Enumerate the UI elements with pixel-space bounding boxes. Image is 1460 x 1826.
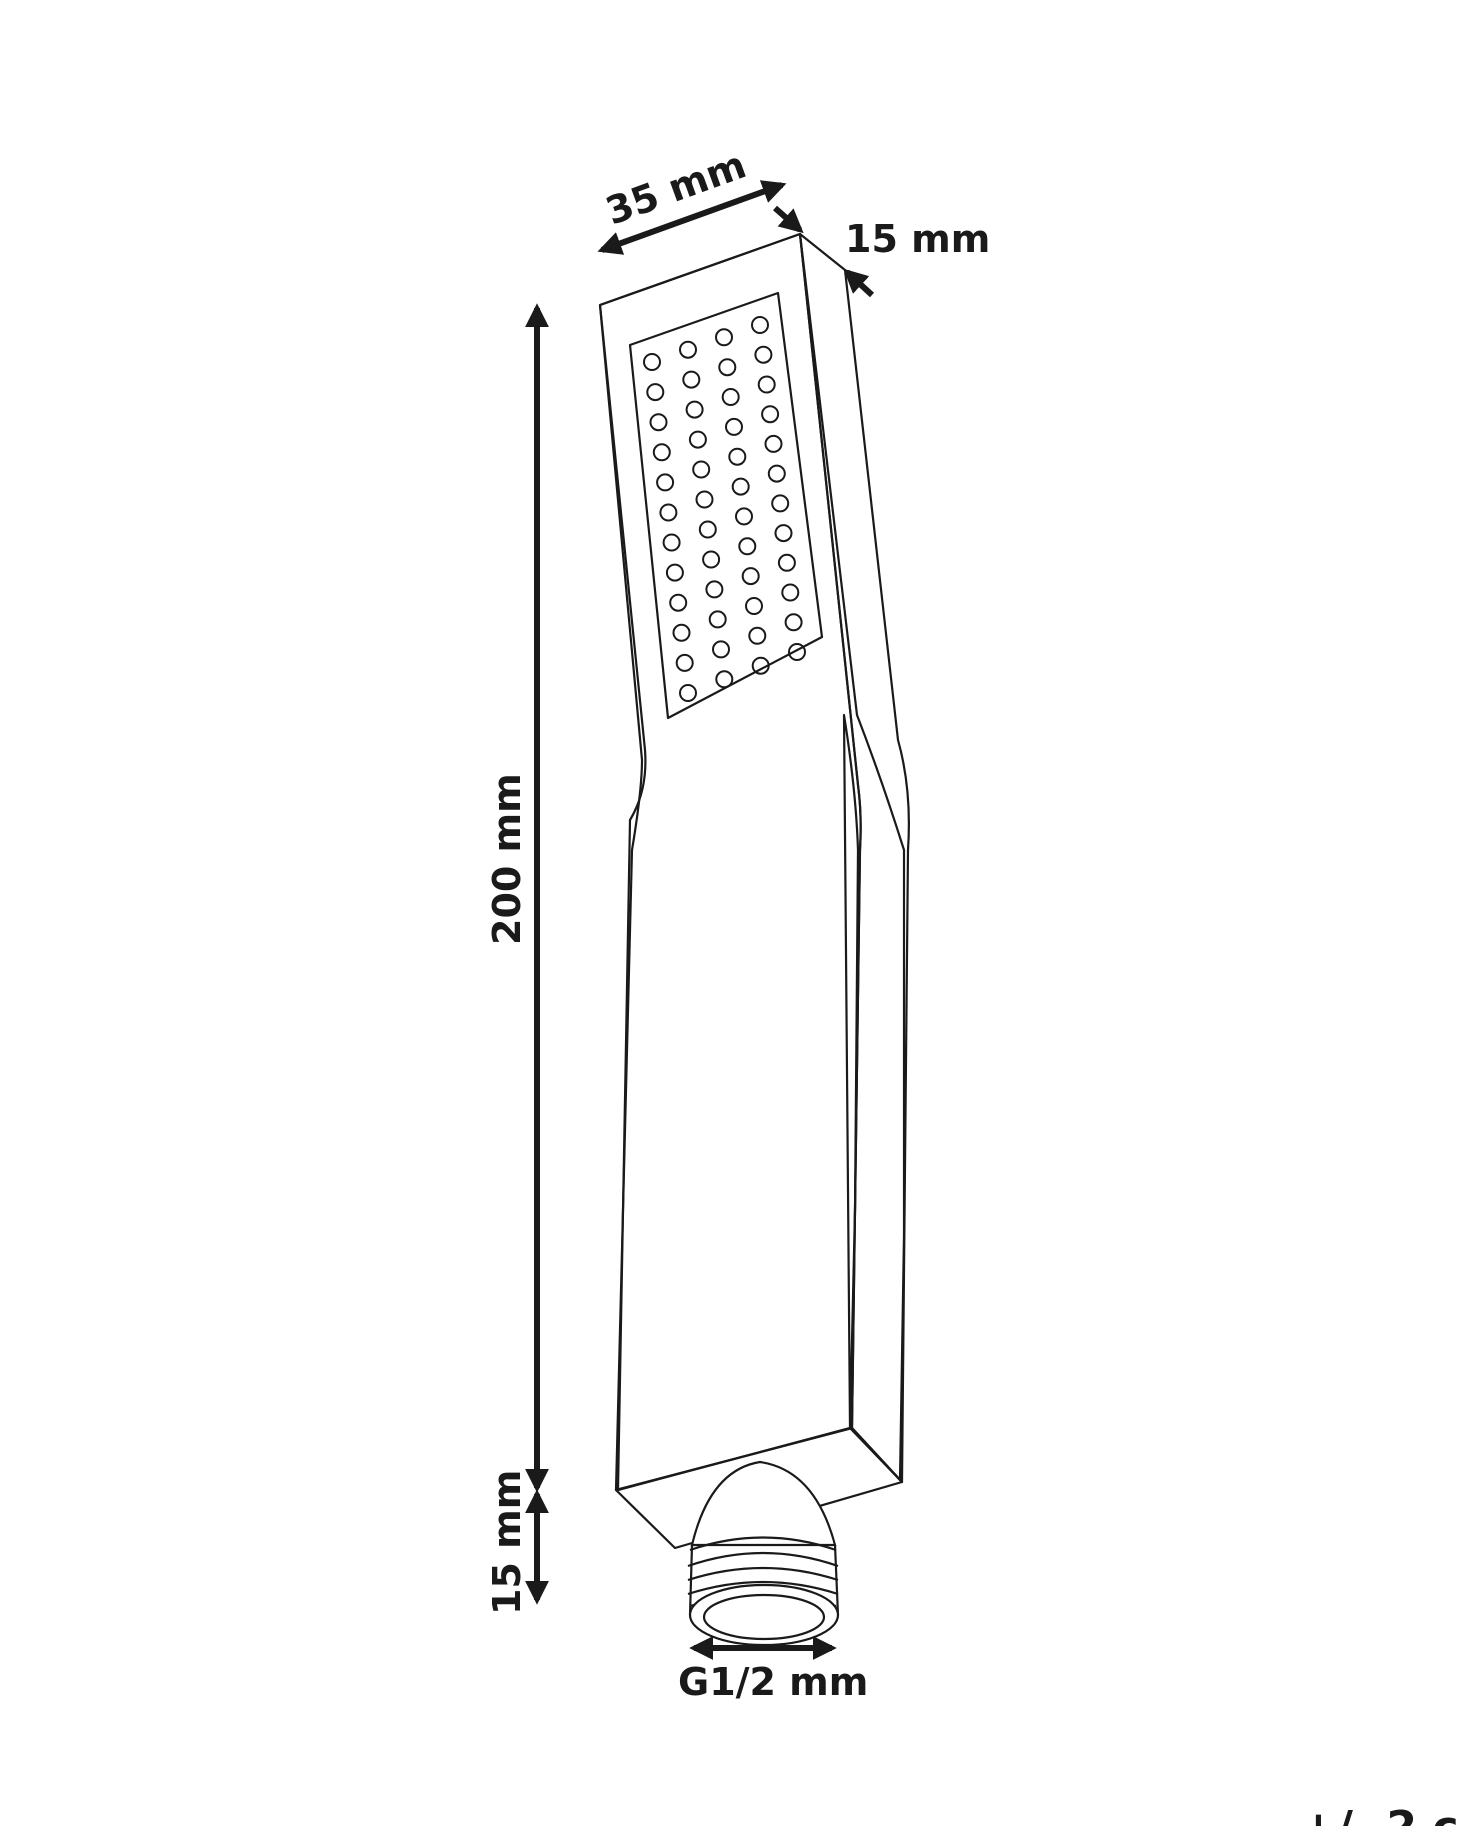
nozzle-dot [761, 405, 780, 424]
connector-cone [690, 1460, 837, 1547]
connector-left-edge [688, 1544, 694, 1616]
nozzle-dot [695, 490, 714, 509]
nozzle-dot [675, 653, 694, 672]
width-dimension: 35 mm [597, 142, 787, 255]
bottom-face [614, 1426, 904, 1550]
connector-thread-3 [687, 1566, 839, 1582]
nozzle-dot [665, 563, 684, 582]
depth-label: 15 mm [845, 217, 990, 261]
height-dimension: 200 mm [485, 303, 549, 1493]
nozzle-dot [764, 434, 783, 453]
depth-dimension: 15 mm [773, 205, 990, 298]
depth-arrow-top [773, 205, 804, 234]
nozzle-dot [652, 443, 671, 462]
width-dimension-line [597, 180, 787, 255]
connector-thread-4 [687, 1580, 839, 1596]
nozzle-dot [682, 370, 701, 389]
nozzle-dot [649, 413, 668, 432]
nozzle-dot [767, 464, 786, 483]
nozzle-dot [738, 537, 757, 556]
nozzle-dot [662, 533, 681, 552]
connector-height-label: 15 mm [485, 1470, 529, 1615]
nozzle-dot [781, 583, 800, 602]
nozzle-dot [659, 503, 678, 522]
nozzle-dot [788, 643, 806, 661]
side-face [798, 232, 910, 1484]
nozzle-dot [702, 550, 721, 569]
nozzle-dot [748, 626, 767, 645]
nozzle-dot [721, 388, 740, 406]
nozzle-dot [784, 613, 803, 632]
height-label: 200 mm [485, 773, 529, 945]
nozzle-dot [777, 553, 796, 572]
nozzle-dot [757, 375, 776, 394]
nozzle-dot [679, 684, 697, 702]
nozzle-dot [708, 610, 727, 629]
nozzle-dot [715, 670, 734, 689]
nozzle-dot [646, 383, 665, 402]
nozzle-dot [705, 580, 724, 599]
depth-arrow-bottom [843, 268, 875, 298]
nozzle-dot [698, 520, 717, 539]
tolerance-label: +/- 2 cm [1300, 1802, 1460, 1826]
nozzle-dot [754, 345, 773, 364]
threaded-connector [687, 1460, 840, 1647]
nozzle-dot [751, 316, 769, 334]
nozzle-dot [712, 640, 730, 659]
nozzle-dot [751, 656, 770, 675]
nozzle-dot [731, 477, 750, 496]
nozzle-dot [669, 593, 688, 612]
nozzle-dot [771, 494, 790, 513]
nozzle-dot [688, 430, 707, 449]
nozzle-dot [741, 567, 760, 586]
front-face-outline [598, 232, 906, 1492]
thread-label: G1/2 mm [678, 1660, 868, 1704]
nozzle-dot [679, 340, 697, 359]
nozzle-dot [745, 597, 763, 615]
nozzle-dot [672, 623, 691, 642]
nozzle-dot [718, 358, 737, 377]
nozzle-dot [685, 400, 704, 419]
nozzle-dot [692, 460, 711, 479]
nozzle-dots [643, 316, 806, 702]
nozzle-dot [735, 507, 753, 526]
nozzle-dot [643, 353, 661, 371]
connector-thread-2 [687, 1551, 839, 1568]
connector-right-edge [833, 1544, 840, 1616]
width-label: 35 mm [600, 142, 752, 233]
nozzle-dot [728, 447, 747, 466]
nozzle-panel [628, 291, 824, 720]
nozzle-dot [725, 417, 743, 436]
nozzle-dot [715, 328, 733, 347]
connector-thread-1 [689, 1536, 837, 1552]
nozzle-dot [656, 473, 675, 492]
thread-dimension: G1/2 mm [678, 1636, 868, 1704]
nozzle-dot [774, 524, 793, 543]
shower-head-body [598, 232, 910, 1550]
connector-height-dimension: 15 mm [485, 1470, 549, 1615]
